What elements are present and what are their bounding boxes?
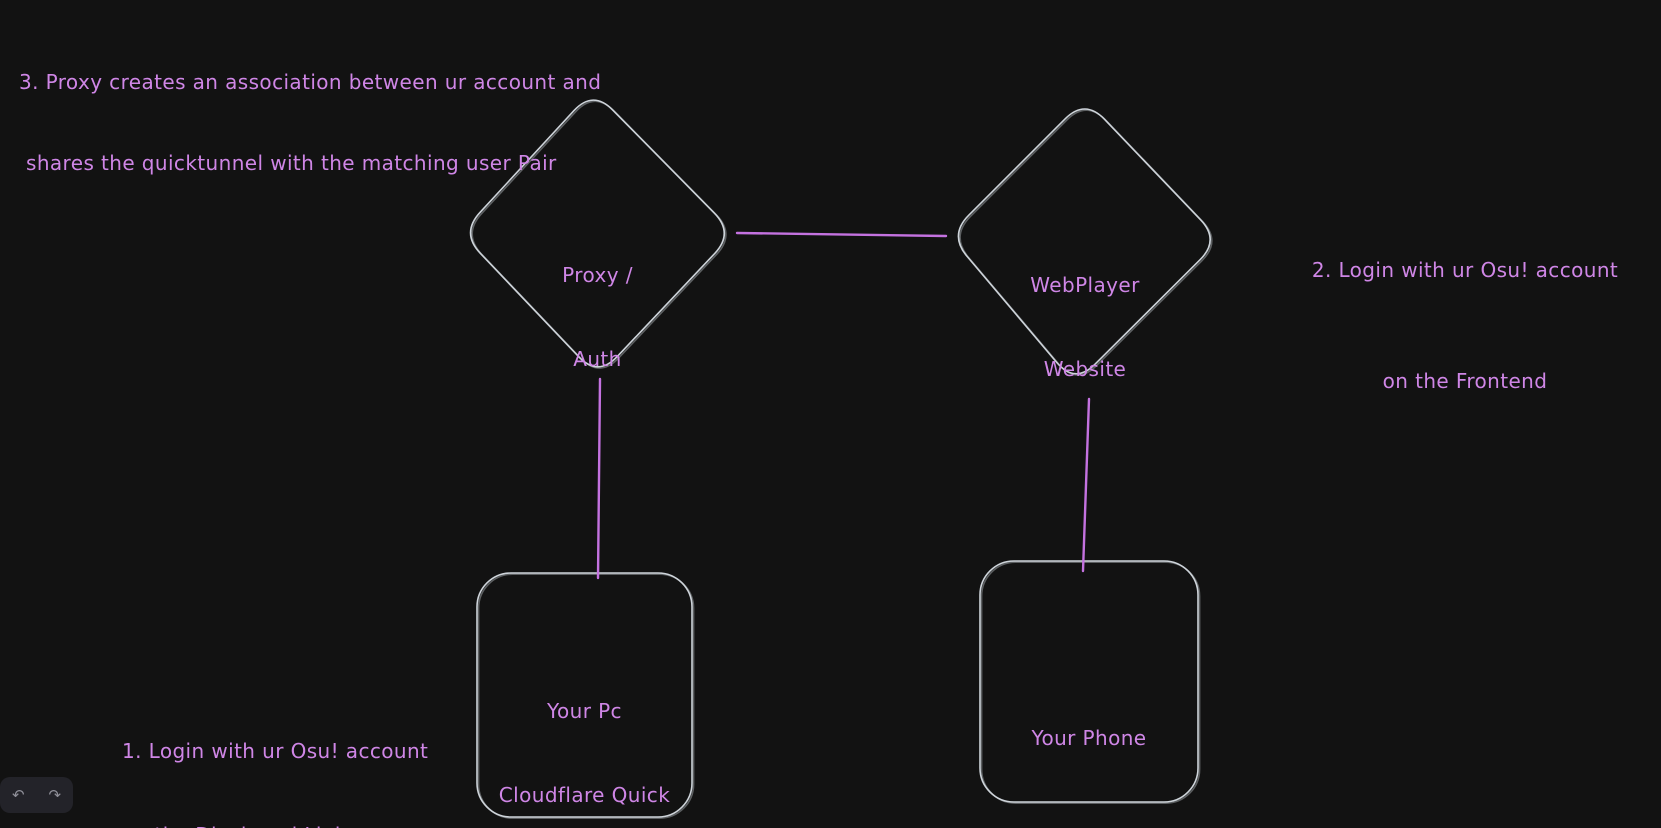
- annotation-step2-line2: on the Frontend: [1382, 369, 1548, 393]
- webplayer-label[interactable]: WebPlayer Website: [949, 215, 1221, 439]
- annotation-step1-line2: on the Displayed Link: [122, 821, 428, 828]
- redo-button[interactable]: ↷: [42, 782, 68, 808]
- redo-icon: ↷: [48, 786, 62, 804]
- pc-webserver-label-line2: Cloudflare Quick: [498, 783, 671, 807]
- undo-icon: ↶: [11, 786, 25, 804]
- proxy-auth-label[interactable]: Proxy / Auth: [461, 205, 734, 429]
- connector-proxy-to-webplayer[interactable]: [735, 231, 948, 238]
- proxy-auth-label-line1: Proxy /: [562, 263, 633, 287]
- pc-webserver-rect[interactable]: [476, 572, 693, 818]
- your-phone-label[interactable]: Your Phone: [980, 668, 1198, 808]
- annotation-step2-line1: 2. Login with ur Osu! account: [1311, 258, 1619, 282]
- undo-button[interactable]: ↶: [5, 782, 31, 808]
- webplayer-label-line1: WebPlayer: [1030, 273, 1140, 297]
- annotation-step2[interactable]: 2. Login with ur Osu! account on the Fro…: [1235, 178, 1661, 474]
- proxy-auth-label-line2: Auth: [573, 347, 622, 371]
- pc-webserver-label-line1: Your Pc: [547, 699, 622, 723]
- annotation-step1-line1: 1. Login with ur Osu! account: [122, 739, 429, 763]
- annotation-step3-line1: 3. Proxy creates an association between …: [19, 70, 602, 94]
- undo-redo-toolbar: ↶ ↷: [0, 777, 73, 813]
- your-phone-rect-ghost: [980, 561, 1201, 805]
- proxy-auth-diamond[interactable]: [469, 99, 726, 368]
- annotation-step3[interactable]: 3. Proxy creates an association between …: [19, 15, 601, 231]
- annotation-step3-line2: shares the quicktunnel with the matching…: [26, 151, 557, 175]
- pc-webserver-label[interactable]: Your Pc Cloudflare Quick tunnel Webserve…: [477, 641, 692, 828]
- connector-proxy-to-pc[interactable]: [596, 377, 602, 580]
- annotation-step1[interactable]: 1. Login with ur Osu! account on the Dis…: [122, 681, 428, 828]
- pc-webserver-rect-ghost: [477, 573, 695, 820]
- your-phone-label-line1: Your Phone: [1031, 726, 1147, 750]
- webplayer-diamond[interactable]: [957, 108, 1211, 375]
- your-phone-rect[interactable]: [979, 560, 1199, 803]
- connector-webplayer-to-phone[interactable]: [1081, 397, 1091, 573]
- webplayer-label-line2: Website: [1043, 357, 1127, 381]
